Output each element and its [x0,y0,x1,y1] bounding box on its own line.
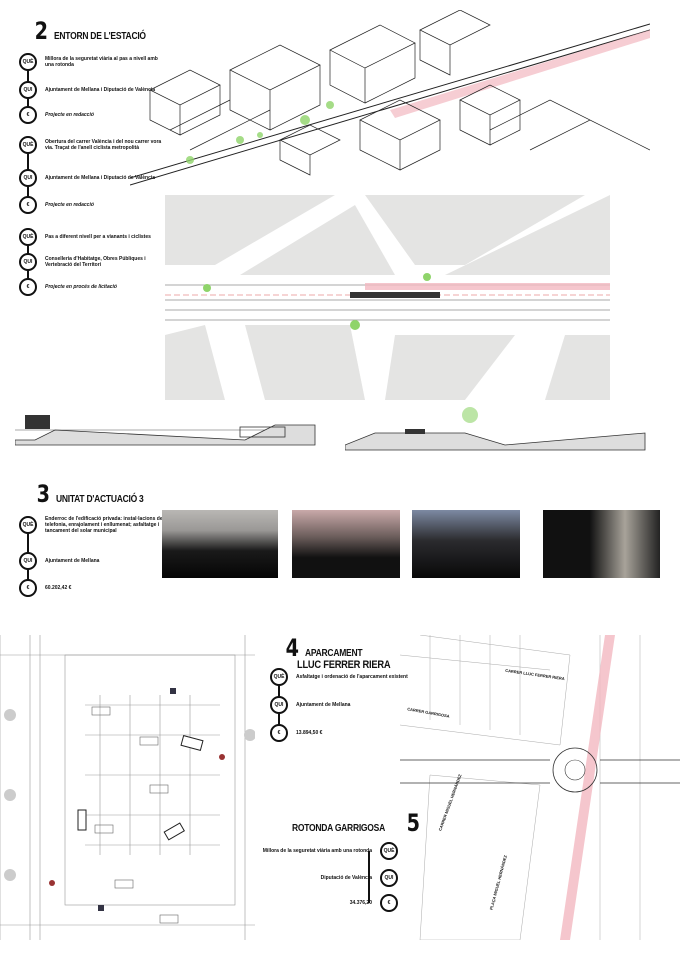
info-item: QUI Ajuntament de Mellana [19,552,165,570]
site-plan [165,195,610,400]
info-text: 34.376,20 [349,900,372,906]
info-text: Ajuntament de Mellana i Diputació de Val… [45,175,156,181]
info-text: Diputació de València [320,875,372,881]
info-text: Ajuntament de Mellana [296,702,351,708]
badge-circle-icon: QUÈ [270,668,288,686]
info-text: Enderroc de l'edificació privada: instal… [45,516,163,534]
info-text: Ajuntament de Mellana i Diputació de Val… [45,87,156,93]
badge-circle-icon: QUÈ [19,136,37,154]
info-text: Conselleria d'Habitatge, Obres Públiques… [45,256,146,268]
site-photo-4 [543,510,660,578]
info-item: €60.202,42 € [19,579,165,597]
info-item: € Projecte en redacció [19,106,165,124]
info-text: Millora de la seguretat viària al pas a … [45,56,158,68]
info-item: QUI Diputació de València [252,869,398,887]
info-text: Obertura del carrer València i del nou c… [45,139,162,151]
parking-plan [0,635,255,940]
info-text: Millora de la seguretat viària amb una r… [262,848,372,854]
info-text: 13.894,50 € [296,730,323,736]
info-text: Ajuntament de Mellana [45,558,100,564]
badge-circle-icon: € [19,579,37,597]
badge-circle-icon: QUÈ [380,842,398,860]
info-item: €34.376,20 [252,894,398,912]
badge-circle-icon: € [19,196,37,214]
badge-circle-icon: QUI [270,696,288,714]
info-item: QUÈ Pas a diferent nivell per a vianants … [19,228,165,246]
section-drawing-1 [15,415,316,446]
badge-circle-icon: QUI [19,81,37,99]
info-text: Projecte en procés de licitació [45,284,117,290]
badge-circle-icon: QUI [19,552,37,570]
badge-circle-icon: QUÈ [19,53,37,71]
badge-circle-icon: QUI [19,253,37,271]
badge-circle-icon: QUÈ [19,228,37,246]
info-item: QUÈ Asfaltatge i ordenació de l'aparcamen… [270,668,416,686]
info-item: € Projecte en redacció [19,196,165,214]
info-item: QUÈ Obertura del carrer València i del no… [19,136,165,154]
section4-title: 4 APARCAMENT [285,634,363,662]
info-item: QUI Ajuntament de Mellana [270,696,416,714]
info-text: Pas a diferent nivell per a vianants i c… [45,234,151,240]
roundabout-plan [400,635,680,940]
section2-title: 2 ENTORN DE L'ESTACIÓ [34,17,146,45]
badge-circle-icon: QUI [380,869,398,887]
info-text: Asfaltatge i ordenació de l'aparcament e… [296,674,408,680]
info-item: QUÈ Enderroc de l'edificació privada: ins… [19,516,165,534]
badge-circle-icon: € [19,278,37,296]
section3-title: 3 UNITAT D'ACTUACIÓ 3 [36,480,144,508]
badge-circle-icon: € [270,724,288,742]
section-drawing-2 [345,407,646,451]
badge-circle-icon: € [380,894,398,912]
info-text: Projecte en redacció [45,202,94,208]
site-photo-3 [412,510,520,578]
section4-subtitle: LLUC FERRER RIERA [297,659,391,671]
info-item: QUI Ajuntament de Mellana i Diputació de … [19,81,165,99]
info-item: QUÈ Millora de la seguretat viària amb un… [252,842,398,860]
badge-circle-icon: QUI [19,169,37,187]
axonometric-drawing [130,10,650,186]
badge-circle-icon: € [19,106,37,124]
info-item: QUI Conselleria d'Habitatge, Obres Públiq… [19,253,165,271]
site-photo-1 [162,510,278,578]
info-item: QUI Ajuntament de Mellana i Diputació de … [19,169,165,187]
section5-title: ROTONDA GARRIGOSA 5 [292,809,421,837]
info-item: QUÈ Millora de la seguretat viària al pas… [19,53,165,71]
info-text: 60.202,42 € [45,585,72,591]
connector [368,851,370,903]
site-photo-2 [292,510,400,578]
info-item: €13.894,50 € [270,724,416,742]
info-text: Projecte en redacció [45,112,94,118]
info-item: € Projecte en procés de licitació [19,278,165,296]
badge-circle-icon: QUÈ [19,516,37,534]
